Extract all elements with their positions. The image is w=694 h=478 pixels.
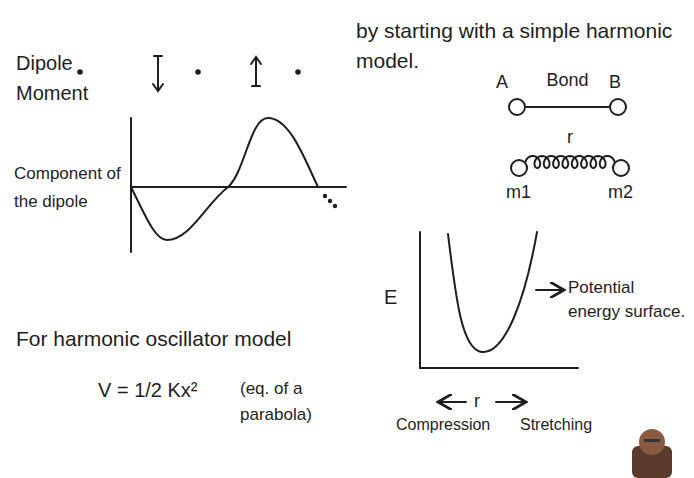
- equation: V = 1/2 Kx²: [98, 376, 238, 404]
- presenter-avatar: [632, 429, 672, 478]
- callout: Potential energy surface.: [568, 276, 688, 324]
- parabola: [448, 232, 537, 352]
- atom-label: B: [609, 73, 621, 91]
- spring-connector: [525, 156, 615, 168]
- axes: [420, 232, 578, 368]
- axis-label: r: [474, 390, 490, 412]
- atom-circle: A: [508, 98, 526, 116]
- atom-label: A: [496, 73, 508, 91]
- atom-label: m2: [608, 183, 633, 201]
- pointer-arrow: [536, 289, 562, 291]
- bond-line: [526, 106, 609, 108]
- bond-label: Bond: [544, 71, 590, 91]
- dipole-arrow: [153, 56, 163, 91]
- axis-label: Compression: [396, 414, 508, 436]
- axes: [131, 118, 346, 252]
- atom-circle: m2: [612, 159, 630, 177]
- axis-label: Dipole Moment: [16, 48, 100, 108]
- compression-arrow: [440, 401, 466, 403]
- note: by starting with a simple harmonic model…: [356, 16, 688, 76]
- axis-label: Component of the dipole: [14, 160, 126, 216]
- stretching-arrow: [496, 401, 524, 403]
- distance-label: r: [565, 128, 575, 148]
- axis-label: E: [384, 285, 406, 309]
- dot: [296, 70, 300, 74]
- sine-wave: [131, 118, 318, 240]
- note: (eq. of a parabola): [240, 376, 344, 428]
- note: For harmonic oscillator model: [16, 325, 356, 353]
- dot: [196, 70, 200, 74]
- atom-circle: B: [609, 98, 627, 116]
- atom-label: m1: [506, 183, 531, 201]
- atom-circle: m1: [510, 159, 528, 177]
- axis-label: Stretching: [520, 414, 620, 436]
- dipole-arrow: [251, 57, 261, 86]
- dot: [78, 70, 82, 74]
